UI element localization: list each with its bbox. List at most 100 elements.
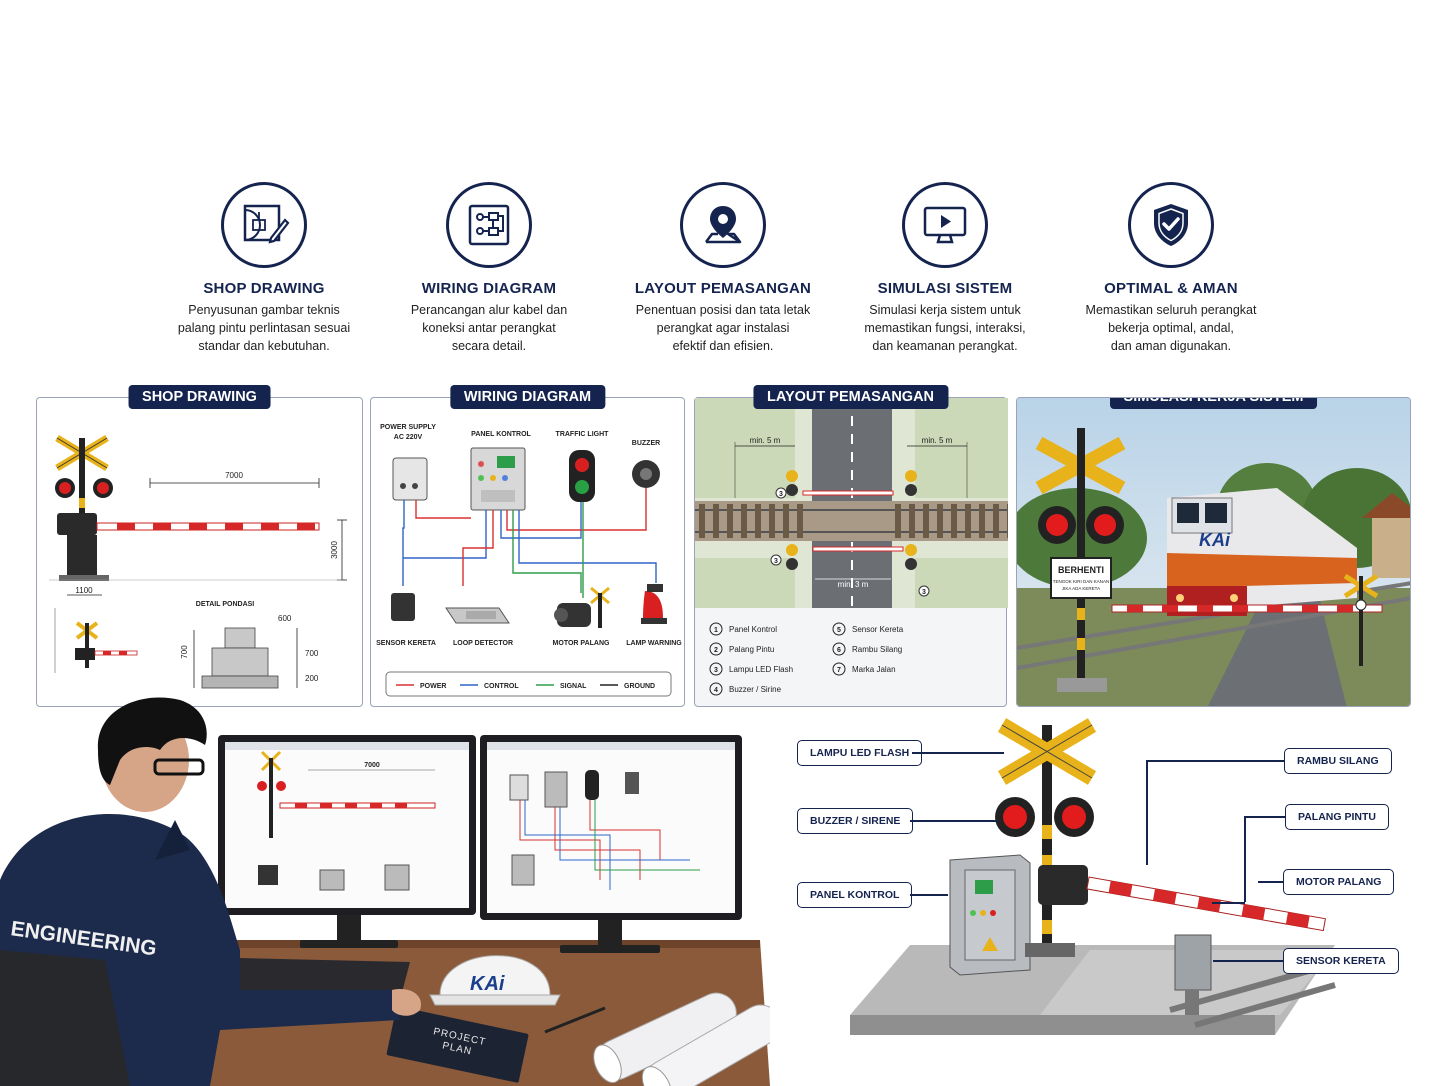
panel-title-shop: SHOP DRAWING (128, 385, 271, 409)
feature-wiring-diagram: WIRING DIAGRAM Perancangan alur kabel da… (384, 182, 594, 355)
desk-scene: 7000 KAi PROJECT PLAN ENGINEE (0, 697, 770, 1086)
svg-text:3: 3 (714, 667, 718, 674)
feature-simulasi-sistem: SIMULASI SISTEM Simulasi kerja sistem un… (840, 182, 1050, 355)
wiring-figure: POWER SUPPLY AC 220V PANEL KONTROL TRAFF… (376, 424, 682, 697)
legend-item: Rambu Silang (852, 645, 902, 654)
label-loop-detector: LOOP DETECTOR (453, 640, 513, 647)
label-sensor-kereta: SENSOR KERETA (376, 640, 436, 647)
blueprint-pencil-icon (221, 182, 307, 268)
callout-connector (1244, 816, 1246, 902)
panel-shop-drawing: 7000 3000 1100 DETAIL PONDASI 600 700 20… (36, 385, 363, 707)
feature-title: OPTIMAL & AMAN (1104, 280, 1238, 297)
callout-connector (910, 820, 998, 822)
feature-title: SHOP DRAWING (203, 280, 325, 297)
rail-sleeper (755, 504, 761, 538)
label-lamp-warning: LAMP WARNING (626, 640, 682, 647)
callout-connector (910, 894, 948, 896)
sign-sub-2: JIKA ADA KERETA (1062, 586, 1100, 591)
legend-power: POWER (420, 683, 446, 690)
crossing-device (850, 718, 1336, 1035)
rail-sleeper (923, 504, 929, 538)
dim-height: 3000 (330, 541, 339, 559)
panel-simulasi: KAi BERHENTI TENGOK KIRI DAN KANAN JIKA … (1016, 397, 1411, 707)
barrier-arm (96, 522, 320, 531)
legend-control: CONTROL (484, 683, 519, 690)
sign-berhenti: BERHENTI (1058, 565, 1104, 575)
rail-sleeper (895, 504, 901, 538)
svg-text:2: 2 (714, 647, 718, 654)
simulation-scene: KAi BERHENTI TENGOK KIRI DAN KANAN JIKA … (1017, 398, 1410, 706)
callout-panel-kontrol: PANEL KONTROL (797, 882, 913, 908)
rail-sleepers (699, 504, 1008, 538)
callout-connector (1258, 881, 1283, 883)
callout-sensor-kereta: SENSOR KERETA (1283, 948, 1399, 974)
legend-item: Buzzer / Sirine (729, 685, 782, 694)
shield-check-icon (1128, 182, 1214, 268)
callout-motor-palang: MOTOR PALANG (1283, 869, 1395, 895)
callout-connector (1213, 960, 1283, 962)
dim-min5-right: min. 5 m (922, 436, 953, 445)
svg-text:4: 4 (714, 687, 718, 694)
label-panel-kontrol: PANEL KONTROL (471, 431, 531, 438)
legend-item: Lampu LED Flash (729, 665, 793, 674)
rail-sleeper (979, 504, 985, 538)
loco-logo: KAi (1199, 530, 1231, 550)
train: KAi (1167, 488, 1357, 616)
dim-min3: min. 3 m (838, 580, 869, 589)
feature-title: WIRING DIAGRAM (421, 280, 557, 297)
legend-item: Marka Jalan (852, 665, 896, 674)
rail-sleeper (741, 504, 747, 538)
dim-min5-left: min. 5 m (750, 436, 781, 445)
svg-text:3: 3 (779, 491, 783, 498)
callout-buzzer-sirene: BUZZER / SIRENE (797, 808, 914, 834)
rail-sleeper (909, 504, 915, 538)
label-motor-palang: MOTOR PALANG (553, 640, 610, 647)
dim-base: 1100 (75, 586, 93, 595)
svg-text:6: 6 (837, 647, 841, 654)
label-traffic-light: TRAFFIC LIGHT (556, 431, 610, 438)
panel-wiring-diagram: POWER SUPPLY AC 220V PANEL KONTROL TRAFF… (370, 385, 685, 707)
callout-rambu-silang: RAMBU SILANG (1284, 748, 1392, 774)
feature-layout-pemasangan: LAYOUT PEMASANGAN Penentuan posisi dan t… (618, 182, 828, 355)
rail-sleeper (797, 504, 803, 538)
label-power-supply: POWER SUPPLY (380, 424, 436, 431)
rail-sleeper (1007, 504, 1008, 538)
dim-200: 200 (305, 674, 319, 683)
legend-signal: SIGNAL (560, 683, 587, 690)
label-buzzer: BUZZER (632, 440, 660, 447)
callout-lampu-led-flash: LAMPU LED FLASH (797, 740, 923, 766)
rail-sleeper (769, 504, 775, 538)
svg-text:3: 3 (774, 558, 778, 565)
dim-left: 700 (180, 645, 189, 659)
monitor-dim: 7000 (364, 762, 380, 769)
callout-connector (912, 752, 1004, 754)
dim-700: 700 (305, 649, 319, 658)
rail-sleeper (993, 504, 999, 538)
rail-sleeper (699, 504, 705, 538)
legend-item: Panel Kontrol (729, 625, 777, 634)
rail-sleeper (727, 504, 733, 538)
panel-title-sim: SIMULASI KERJA SISTEM (1109, 398, 1318, 409)
callout-connector (1212, 902, 1245, 904)
callout-connector (1146, 760, 1148, 865)
svg-text:7: 7 (837, 667, 841, 674)
legend-item: Palang Pintu (729, 645, 774, 654)
wiring-legend: POWER CONTROL SIGNAL GROUND (396, 683, 655, 690)
dim-600: 600 (278, 614, 292, 623)
shop-drawing-figure: 7000 3000 1100 DETAIL PONDASI 600 700 20… (49, 434, 347, 689)
callout-connector (1146, 760, 1284, 762)
svg-text:3: 3 (922, 589, 926, 596)
layout-figure: 3 3 3 min. 5 m min. 5 m min. 3 m 1 Panel… (695, 398, 1008, 696)
feature-title: SIMULASI SISTEM (877, 280, 1013, 297)
rail-sleeper (713, 504, 719, 538)
map-pin-icon (680, 182, 766, 268)
dim-length: 7000 (225, 471, 243, 480)
panel-title-wiring: WIRING DIAGRAM (449, 385, 606, 409)
callout-connector (1244, 816, 1285, 818)
